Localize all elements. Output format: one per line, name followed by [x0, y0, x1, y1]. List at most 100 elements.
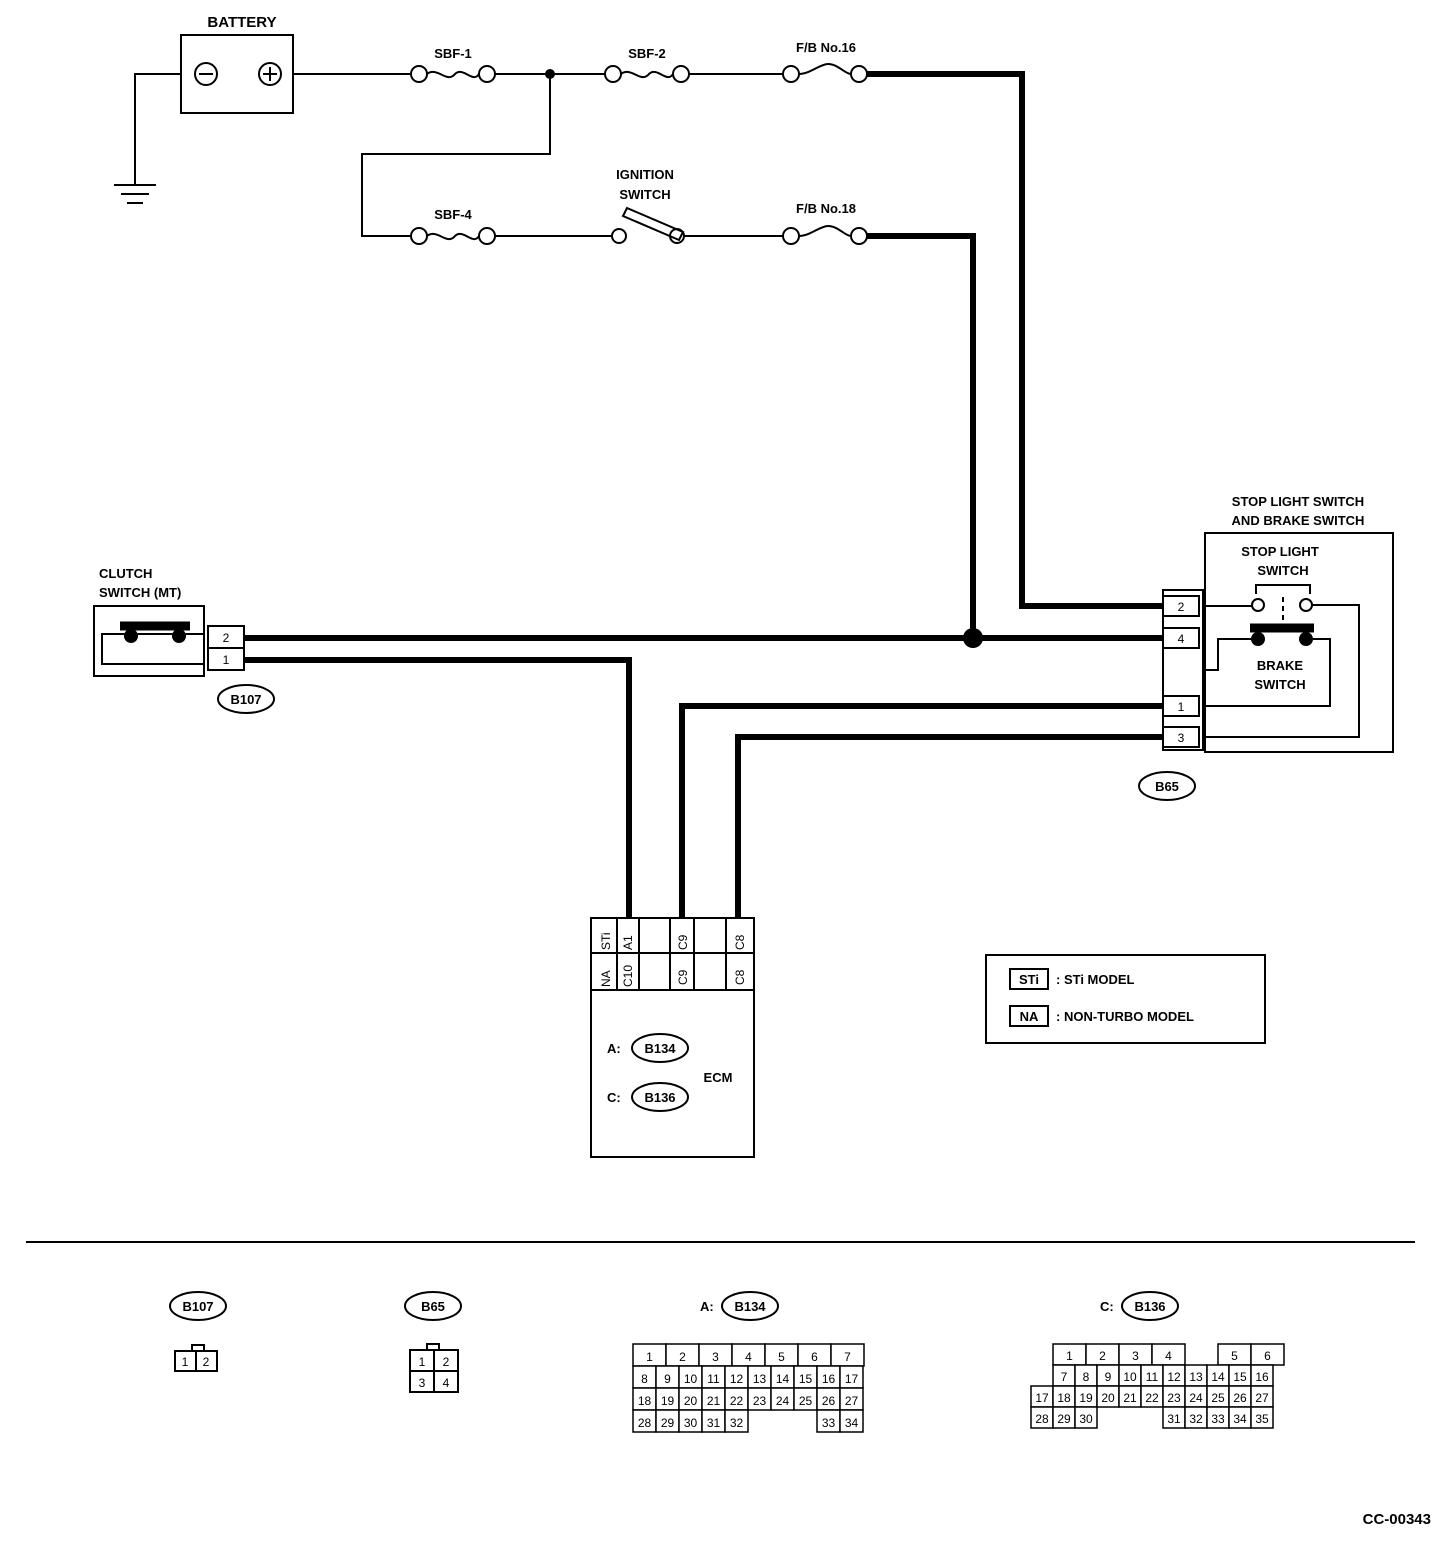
badge-b107: B107 [217, 684, 275, 714]
svg-text:1: 1 [182, 1355, 189, 1369]
svg-text:B134: B134 [734, 1299, 766, 1314]
pin-33: 33 [1211, 1412, 1225, 1426]
badge-b134 [631, 1033, 689, 1063]
svg-text:B134: B134 [644, 1041, 676, 1056]
fb16-label: F/B No.16 [796, 40, 856, 55]
ecm-r1-c8: C8 [733, 934, 747, 950]
pin-33: 33 [822, 1416, 836, 1430]
pin-16: 16 [822, 1372, 836, 1386]
pin-9: 9 [1105, 1370, 1112, 1384]
pin-18: 18 [1057, 1391, 1071, 1405]
pin-7: 7 [844, 1350, 851, 1364]
pin-12: 12 [1167, 1370, 1181, 1384]
svg-text:A:: A: [607, 1041, 621, 1056]
pin-29: 29 [1057, 1412, 1071, 1426]
ecm-r1-a1: A1 [621, 935, 635, 950]
pin-5: 5 [1231, 1349, 1238, 1363]
pin-11: 11 [707, 1372, 720, 1386]
svg-text:3: 3 [419, 1376, 426, 1390]
pin-13: 13 [1189, 1370, 1203, 1384]
svg-text:2: 2 [203, 1355, 210, 1369]
pin-26: 26 [1233, 1391, 1247, 1405]
fuse-fb18: F/B No.18 [782, 201, 868, 245]
pin-2: 2 [1099, 1349, 1106, 1363]
clutch-switch: CLUTCH SWITCH (MT) [93, 566, 205, 677]
svg-text:B65: B65 [421, 1299, 445, 1314]
pin-27: 27 [1255, 1391, 1269, 1405]
svg-text:B107: B107 [230, 692, 261, 707]
pin-31: 31 [1167, 1412, 1181, 1426]
pin-22: 22 [1145, 1391, 1159, 1405]
ecm-label: ECM [704, 1070, 733, 1085]
ecm-r2-c8: C8 [733, 969, 747, 985]
legend-na-code: NA [1020, 1009, 1039, 1024]
pin-14: 14 [1211, 1370, 1225, 1384]
ignition-switch: IGNITION SWITCH [611, 167, 685, 244]
pin-21: 21 [1123, 1391, 1137, 1405]
legend: STi : STi MODEL NA : NON-TURBO MODEL [985, 954, 1266, 1044]
pin-2: 2 [679, 1350, 686, 1364]
pin-15: 15 [799, 1372, 813, 1386]
pin-1: 1 [646, 1350, 653, 1364]
ecm-r1-sti: STi [599, 932, 613, 950]
pin-cell [1074, 1406, 1098, 1429]
pin-24: 24 [1189, 1391, 1203, 1405]
pin-4: 4 [745, 1350, 752, 1364]
pin-10: 10 [1123, 1370, 1137, 1384]
badge-b65: B65 [1138, 771, 1196, 801]
pin-17: 17 [1035, 1391, 1049, 1405]
pin-cell [839, 1409, 864, 1433]
ecm-r2-na: NA [599, 970, 613, 987]
battery-label: BATTERY [207, 14, 276, 31]
pin-8: 8 [1083, 1370, 1090, 1384]
legend-sti-text: : STi MODEL [1056, 972, 1135, 987]
legend-na-text: : NON-TURBO MODEL [1056, 1009, 1194, 1024]
svg-text:B136: B136 [1134, 1299, 1165, 1314]
pin-12: 12 [730, 1372, 744, 1386]
stop-brake-label-1: STOP LIGHT SWITCH [1232, 494, 1364, 509]
b65-pin-1: 1 [1178, 700, 1185, 714]
pin-18: 18 [638, 1394, 652, 1408]
sbf2-label: SBF-2 [628, 46, 666, 61]
ignition-label-2: SWITCH [619, 187, 670, 202]
pin-8: 8 [641, 1372, 648, 1386]
pin-23: 23 [1167, 1391, 1181, 1405]
pin-32: 32 [730, 1416, 744, 1430]
pin-22: 22 [730, 1394, 744, 1408]
pin-20: 20 [684, 1394, 698, 1408]
stop-light-label-2: SWITCH [1257, 563, 1308, 578]
pin-7: 7 [1061, 1370, 1068, 1384]
svg-text:B107: B107 [182, 1299, 213, 1314]
connector-b107-pins: 2 1 [207, 625, 245, 671]
pin-4: 4 [1165, 1349, 1172, 1363]
pin-cell [724, 1409, 749, 1433]
pin-5: 5 [778, 1350, 785, 1364]
pin-19: 19 [1079, 1391, 1093, 1405]
stop-brake-label-2: AND BRAKE SWITCH [1232, 513, 1365, 528]
clutch-label-2: SWITCH (MT) [99, 585, 181, 600]
pin-11: 11 [1146, 1370, 1159, 1384]
pin-29: 29 [661, 1416, 675, 1430]
pin-35: 35 [1255, 1412, 1269, 1426]
pin-cell [1250, 1406, 1274, 1429]
svg-text:2: 2 [443, 1355, 450, 1369]
fuse-sbf4: SBF-4 [410, 207, 496, 245]
pin-6: 6 [811, 1350, 818, 1364]
pin-32: 32 [1189, 1412, 1203, 1426]
clutch-label-1: CLUTCH [99, 566, 152, 581]
ecm: STi A1 C9 C8 NA C10 C9 C8 A: B134 C: B13… [590, 917, 755, 1158]
svg-text:C:: C: [1100, 1299, 1114, 1314]
pin-30: 30 [684, 1416, 698, 1430]
connector-b65-pins: 2 4 1 3 [1162, 589, 1204, 751]
b65-pin-2: 2 [1178, 600, 1185, 614]
pin-25: 25 [1211, 1391, 1225, 1405]
pin-34: 34 [1233, 1412, 1247, 1426]
fuse-fb16: F/B No.16 [782, 40, 868, 83]
pin-27: 27 [845, 1394, 859, 1408]
battery: BATTERY [180, 14, 294, 114]
pin-9: 9 [664, 1372, 671, 1386]
splice-dot [963, 628, 983, 648]
pin-31: 31 [707, 1416, 721, 1430]
